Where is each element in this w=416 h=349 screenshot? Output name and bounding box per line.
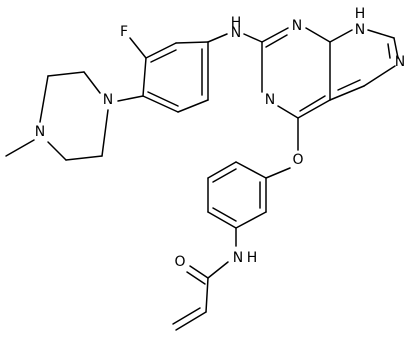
bond [329,85,365,101]
atom-F: F [120,24,128,40]
atom-anilino-N: N [231,25,241,41]
atom-pyrrole-N: N [355,22,365,38]
bond [235,211,267,229]
bond [277,105,299,119]
bond [212,207,237,222]
bond [205,277,209,313]
bond [207,33,228,43]
atom-pyrimidine-N-top: N [292,18,302,34]
bond [243,33,263,43]
bond [175,311,207,331]
bond [265,167,291,179]
bond [367,29,395,39]
bond [207,261,229,279]
bond [145,42,177,59]
atom-pyrimidine-N-left: N [265,92,275,108]
atom-amide-H: H [247,250,258,266]
bond [117,95,144,102]
bond [297,99,331,119]
bond [150,49,177,63]
bond [305,27,331,43]
bond [47,71,85,77]
bond [207,161,237,179]
atom-ether-O: O [292,152,303,168]
bond [142,95,179,113]
bond [261,27,289,43]
bond [235,161,267,179]
bond [47,141,67,161]
bond [129,37,147,59]
bond [212,168,237,183]
bond [83,71,101,94]
bonds [5,27,399,331]
atom-piperazine-N-methyl: N [35,124,45,140]
bond [189,265,209,279]
bond [393,37,399,59]
atom-pyrrole-H: H [355,6,366,22]
bond [186,271,206,285]
bond [363,65,396,87]
atom-labels: F H N N N H N N O N N N H O [35,6,405,270]
bond [299,95,326,112]
bond [329,29,353,43]
bond [387,43,391,59]
bond [5,139,35,157]
bond [207,211,237,229]
atom-anilino-H: H [231,15,242,31]
bond [142,57,147,97]
bond [337,79,361,91]
bond [65,155,103,161]
bond [147,91,179,107]
bond [101,109,109,157]
bond [265,34,288,48]
bond [175,41,209,44]
atom-amide-N: N [233,250,243,266]
atom-carbonyl-O: O [174,254,185,270]
bond [177,99,209,113]
bond [172,307,201,325]
atom-pyrrole-N-db: N [395,54,405,70]
atom-piperazine-N-aryl: N [103,92,113,108]
bond [39,75,49,123]
